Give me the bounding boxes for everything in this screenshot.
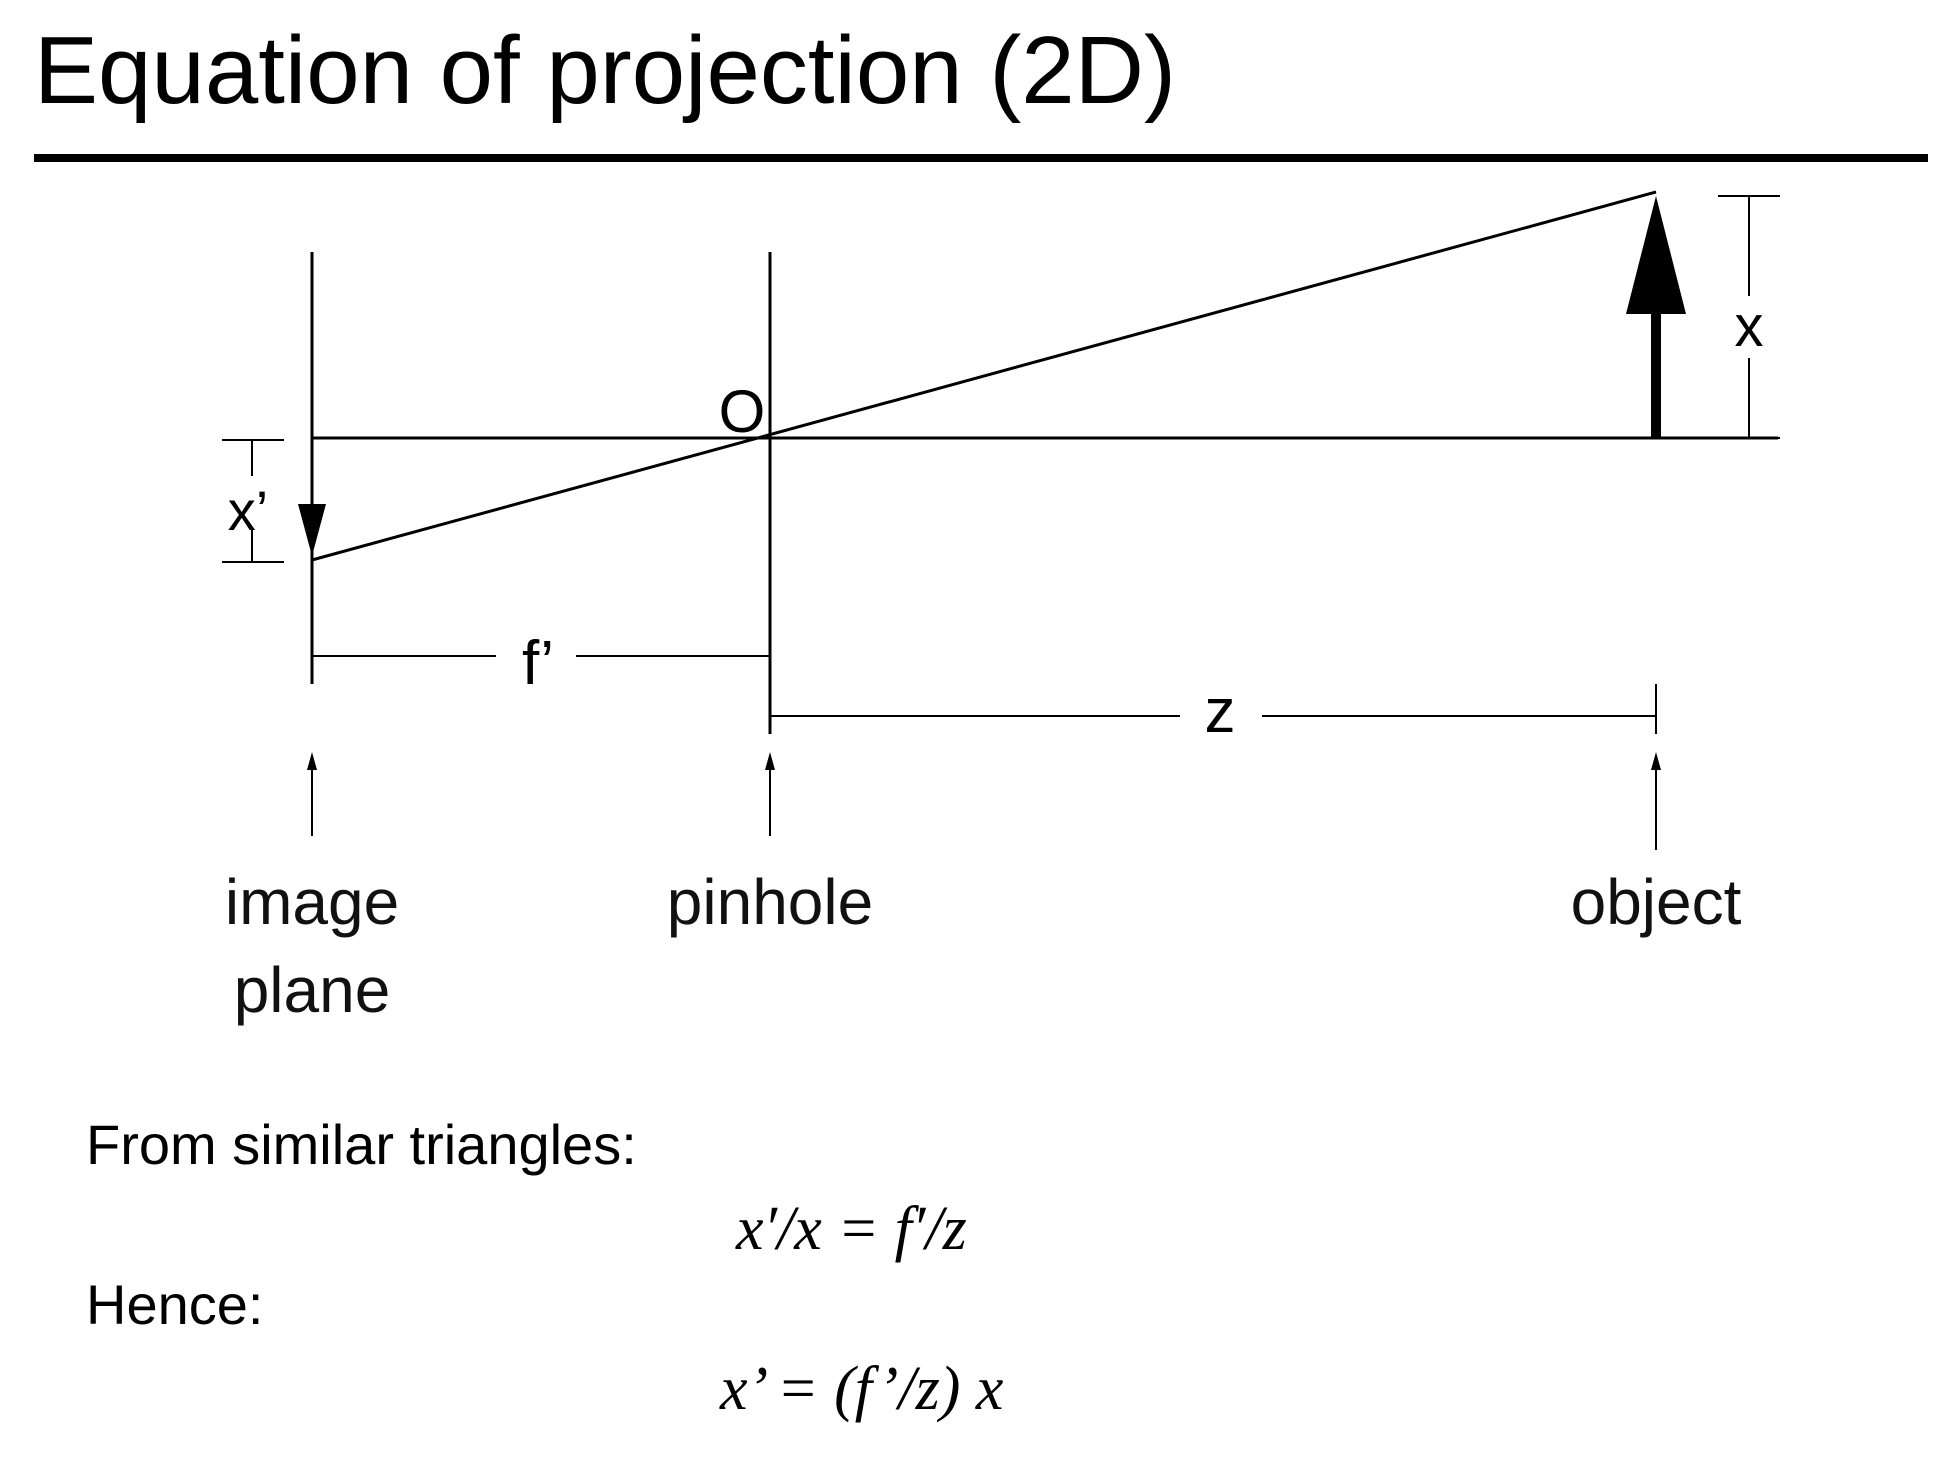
object-label: object bbox=[1571, 866, 1742, 938]
x-prime-label: x’ bbox=[228, 479, 268, 542]
projection-ray bbox=[311, 190, 1657, 562]
origin-label: O bbox=[719, 378, 766, 445]
image-plane-label-line1: image bbox=[225, 866, 399, 938]
equation-projection: x’ = (f’/z) x bbox=[720, 1355, 1004, 1423]
title-underline bbox=[34, 154, 1928, 162]
similar-triangles-text: From similar triangles: bbox=[86, 1113, 637, 1176]
pinhole-pointer-head bbox=[765, 752, 775, 770]
object-pointer-head bbox=[1651, 752, 1661, 770]
pinhole-label: pinhole bbox=[667, 866, 873, 938]
x-label: x bbox=[1735, 294, 1764, 359]
f-prime-label: f’ bbox=[522, 629, 554, 698]
z-label: z bbox=[1205, 677, 1236, 746]
image-pointer-head bbox=[307, 752, 317, 770]
image-plane-label-line2: plane bbox=[234, 954, 391, 1026]
slide-title: Equation of projection (2D) bbox=[34, 17, 1176, 124]
object-arrow-head bbox=[1626, 196, 1686, 314]
equation-ratio: x′/x = f′/z bbox=[736, 1195, 967, 1263]
hence-text: Hence: bbox=[86, 1273, 264, 1336]
image-arrow-head bbox=[298, 504, 326, 556]
